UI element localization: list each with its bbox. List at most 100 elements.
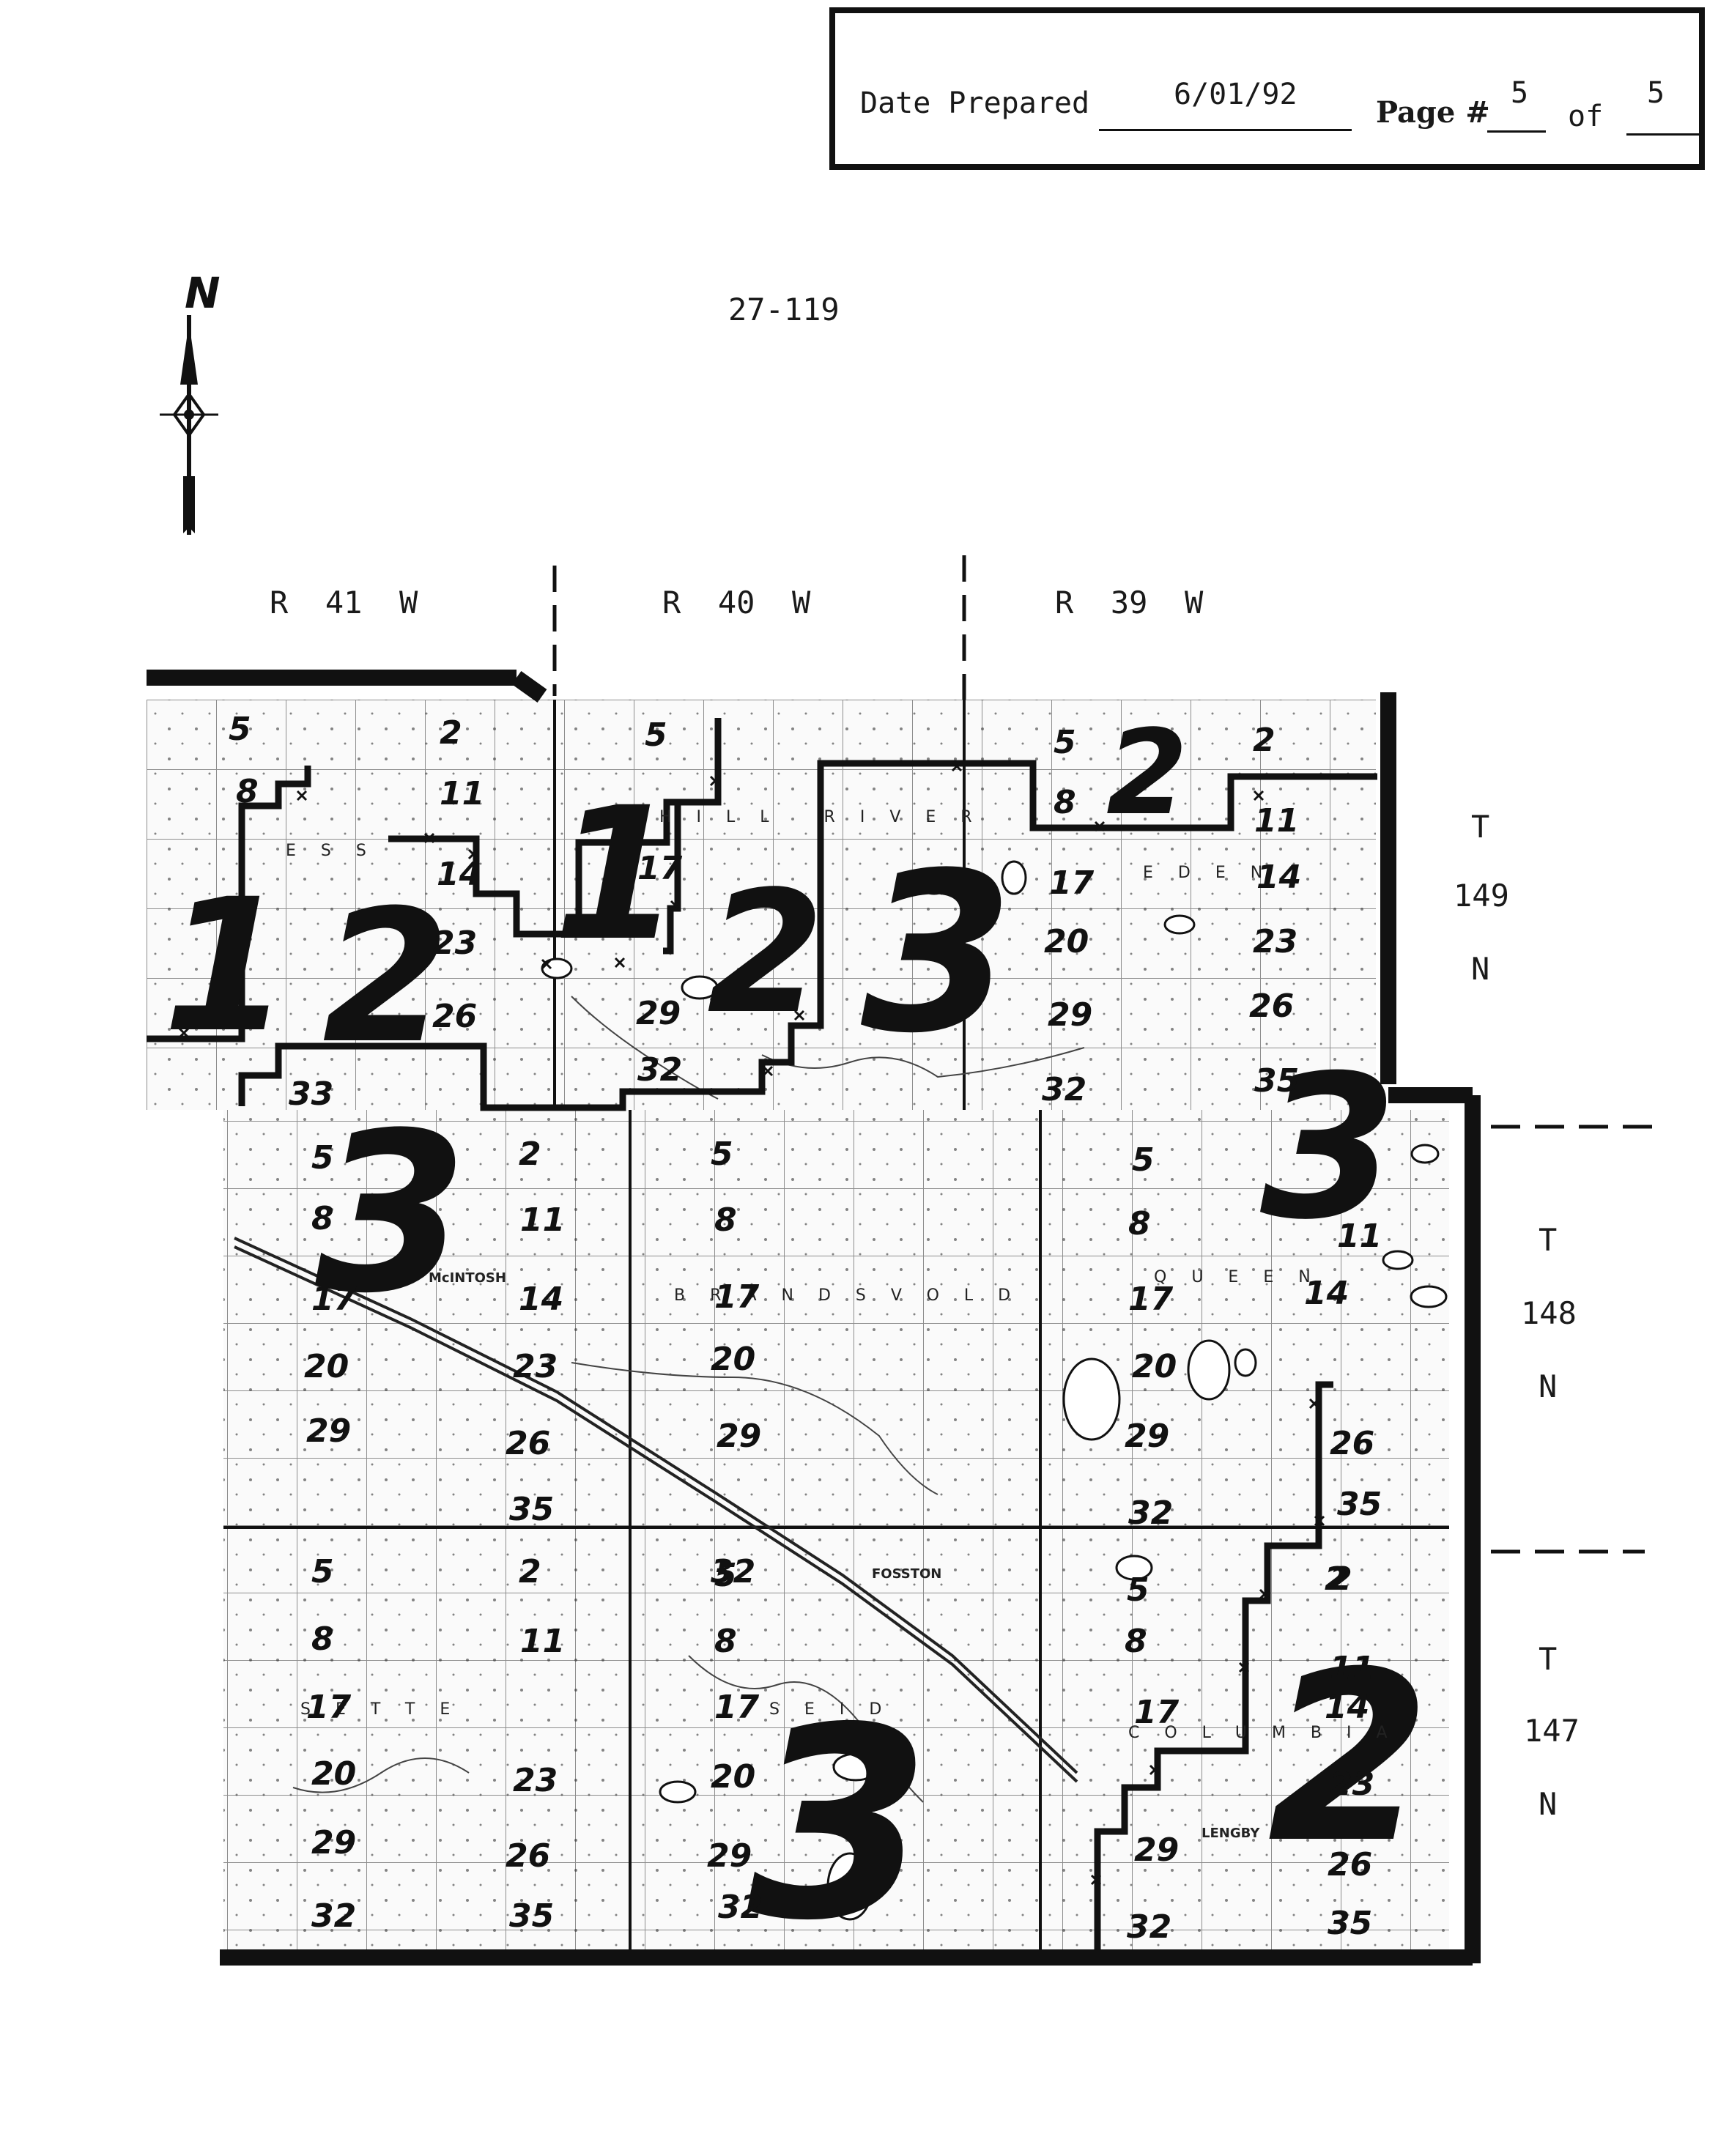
section-number: 14 — [1325, 1689, 1369, 1726]
zone-number: 3 — [861, 826, 1014, 1081]
section-number: 23 — [1330, 1766, 1374, 1803]
county-border — [147, 670, 1481, 1966]
date-underline — [1099, 129, 1352, 131]
section-number: 35 — [509, 1491, 554, 1528]
section-number: 17 — [714, 1278, 760, 1316]
section-number: 17 — [311, 1281, 357, 1318]
section-number: 29 — [1134, 1831, 1179, 1869]
zone-boundaries — [147, 718, 1377, 1950]
railroad — [234, 1237, 1078, 1783]
section-number: 26 — [1328, 1846, 1372, 1883]
section-number: 5 — [229, 711, 251, 748]
section-number: 5 — [1054, 724, 1076, 761]
page-total-value: 5 — [1647, 76, 1665, 110]
zone-number: 1 — [163, 859, 290, 1073]
section-number: 11 — [1337, 1218, 1382, 1255]
page-number-label: Page # — [1376, 95, 1490, 130]
section-number: 2 — [519, 1136, 541, 1173]
section-number: 23 — [513, 1348, 558, 1385]
zone-number: 2 — [322, 870, 450, 1083]
township-name: SEID — [769, 1700, 906, 1719]
section-number: 8 — [1054, 784, 1076, 821]
section-numbers: 5 2 8 11 14 23 26 33 5 17 29 32 5 2 8 17… — [229, 711, 1382, 1946]
section-number: 20 — [311, 1755, 356, 1793]
section-number: 32 — [711, 1553, 755, 1590]
section-grid-148-147 — [223, 1110, 1449, 1950]
township-148-num: 148 — [1521, 1295, 1577, 1331]
township-147-n: N — [1539, 1786, 1558, 1822]
township-149-t: T — [1471, 809, 1490, 845]
section-number: 11 — [1254, 802, 1299, 840]
section-number: 20 — [711, 1758, 755, 1796]
township-name: COLUMBIA — [1128, 1724, 1413, 1742]
section-number: 17 — [714, 1689, 760, 1726]
section-number: 5 — [645, 716, 667, 754]
section-number: 32 — [1127, 1908, 1171, 1946]
township-149-num: 149 — [1454, 878, 1509, 914]
section-number: 35 — [1254, 1062, 1299, 1100]
section-number: 29 — [707, 1837, 752, 1875]
section-number: 32 — [311, 1897, 356, 1935]
section-number: 8 — [714, 1623, 737, 1660]
section-number: 17 — [1049, 864, 1095, 902]
section-number: 32 — [718, 1889, 763, 1926]
section-number: 8 — [1128, 1205, 1151, 1242]
zone-number: 3 — [1260, 1032, 1398, 1263]
date-prepared-label: Date Prepared — [860, 86, 1090, 120]
section-number: 35 — [1328, 1905, 1372, 1942]
township-148-n: N — [1539, 1368, 1558, 1404]
section-number: 23 — [432, 925, 477, 962]
section-number: 26 — [1330, 1425, 1374, 1462]
section-number: 11 — [440, 775, 484, 812]
section-number: 32 — [1042, 1071, 1086, 1108]
section-number: 2 — [1330, 1560, 1352, 1598]
place-name: LENGBY — [1202, 1826, 1260, 1841]
section-number: 20 — [1132, 1348, 1177, 1385]
township-name: QUEEN — [1154, 1268, 1336, 1286]
creeks — [292, 996, 1085, 1803]
section-number: 33 — [289, 1075, 333, 1113]
section-number: 23 — [1253, 923, 1297, 960]
north-label: N — [185, 268, 221, 318]
section-number: 17 — [637, 850, 683, 887]
page-underline — [1487, 130, 1546, 133]
section-number: 11 — [1330, 1650, 1374, 1687]
section-number: 26 — [506, 1425, 550, 1462]
section-number: 32 — [637, 1051, 682, 1089]
section-number: 5 — [1127, 1571, 1149, 1609]
date-prepared-value: 6/01/92 — [1174, 78, 1297, 111]
section-number: 29 — [1125, 1418, 1169, 1455]
section-number: 29 — [717, 1418, 761, 1455]
township-149-n: N — [1471, 951, 1490, 987]
section-number: 17 — [306, 1689, 352, 1726]
section-number: 11 — [520, 1201, 565, 1239]
township-147-num: 147 — [1524, 1713, 1580, 1749]
section-number: 32 — [1128, 1494, 1173, 1532]
place-names: McINTOSH FOSSTON LENGBY — [429, 1270, 1260, 1841]
section-number: 5 — [311, 1553, 334, 1590]
township-name: EDEN — [1143, 864, 1287, 882]
section-number: 5 — [1132, 1141, 1155, 1179]
township-name: SETTE — [300, 1700, 475, 1719]
section-number: 8 — [311, 1200, 334, 1237]
section-number: 29 — [1048, 996, 1092, 1034]
section-number: 8 — [714, 1201, 737, 1239]
section-number: 23 — [513, 1762, 558, 1799]
of-label: of — [1568, 100, 1604, 133]
zone-number: 1 — [553, 768, 681, 981]
section-number: 5 — [711, 1136, 733, 1173]
section-number: 14 — [519, 1281, 563, 1318]
township-names: ESS HILL RIVER EDEN BRANDSVOLD QUEEN SET… — [286, 808, 1413, 1742]
section-number: 11 — [520, 1623, 565, 1660]
section-number: 14 — [437, 856, 481, 893]
zone-numbers: 1 2 1 2 3 2 3 3 3 2 — [163, 704, 1431, 1978]
page-number-value: 5 — [1511, 76, 1529, 110]
zone-number: 2 — [1267, 1622, 1431, 1894]
section-grid-149 — [147, 700, 1376, 1110]
section-number: 20 — [711, 1341, 755, 1378]
range-label-39w: R 39 W — [1055, 585, 1204, 621]
section-number: 26 — [506, 1837, 550, 1875]
township-147-t: T — [1539, 1641, 1558, 1677]
section-number: 20 — [304, 1348, 349, 1385]
